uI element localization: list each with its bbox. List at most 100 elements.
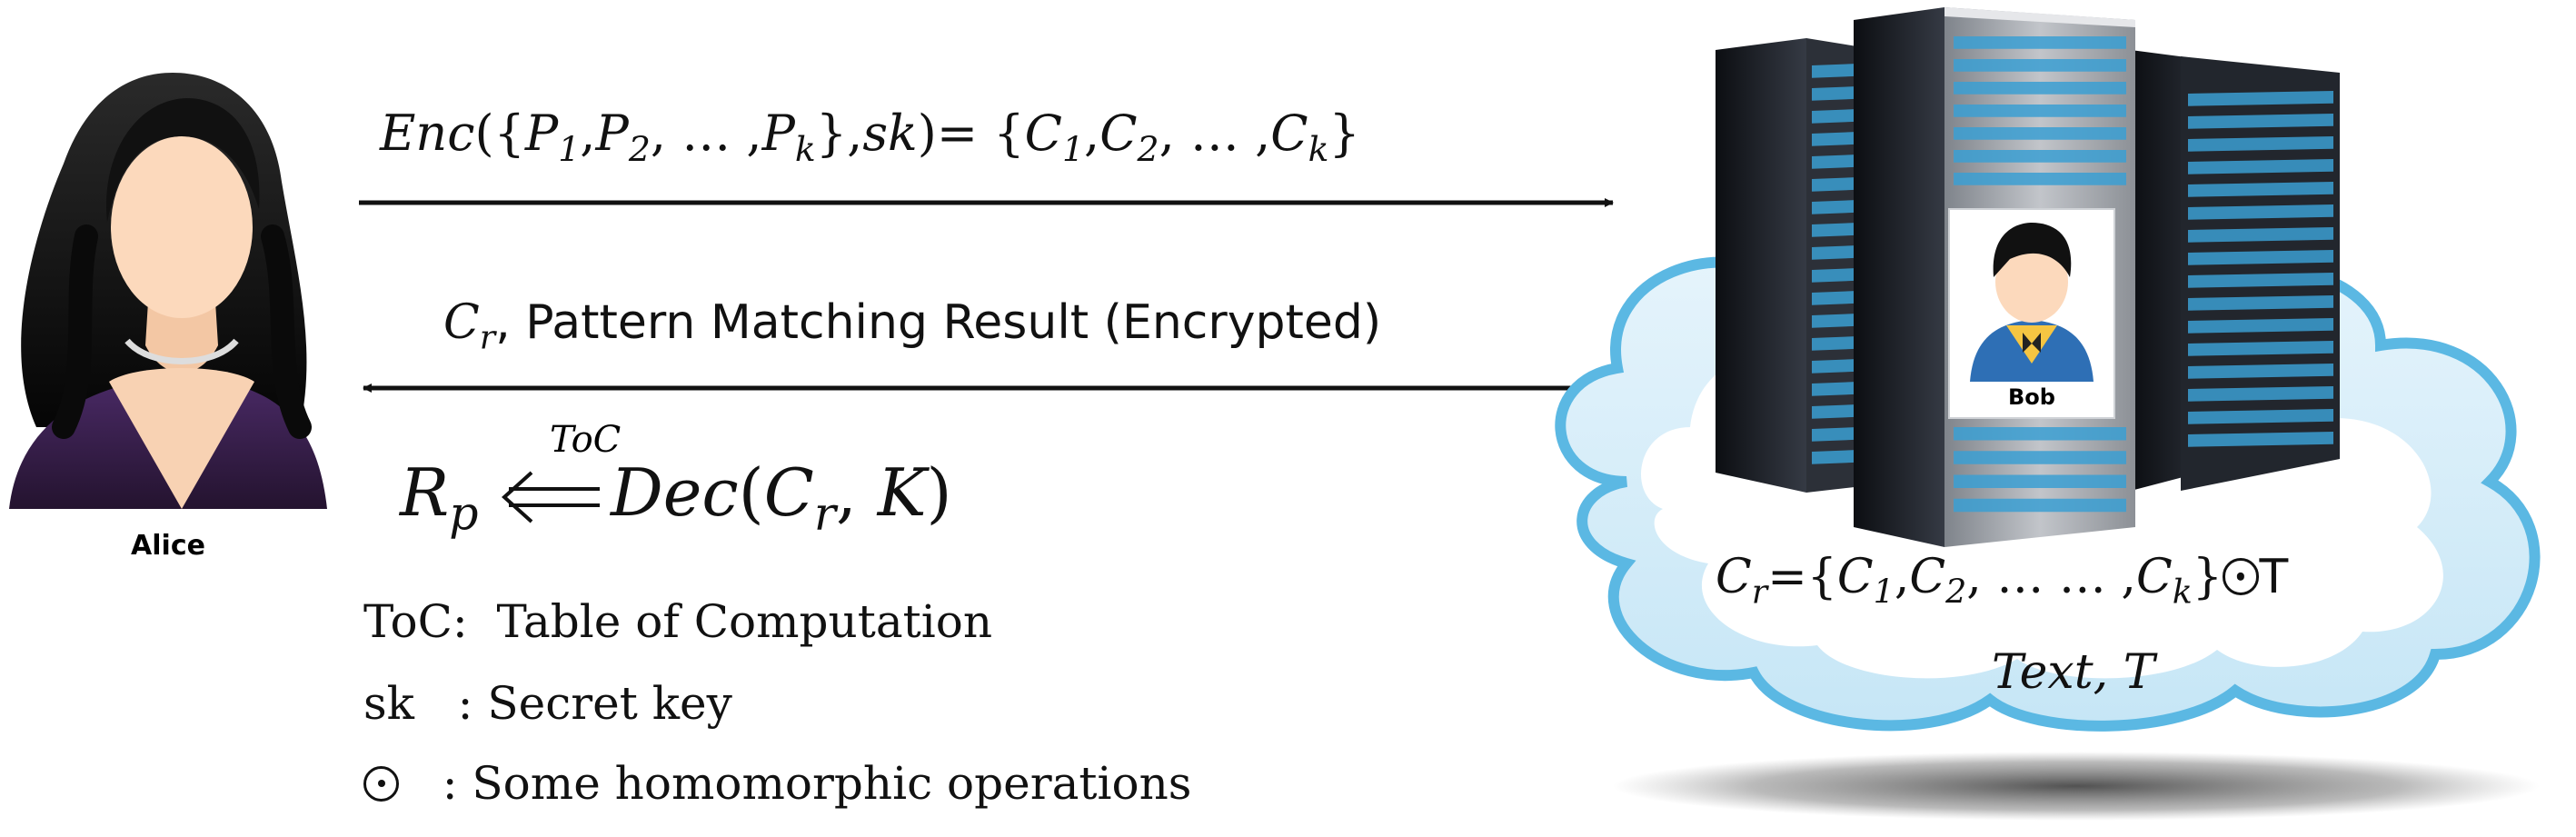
- srv-ck-sub: k: [2172, 572, 2193, 612]
- server-slot: [1812, 177, 1857, 192]
- server-slot: [1812, 109, 1857, 124]
- legend-row-toc: ToC: Table of Computation: [363, 595, 992, 648]
- bob-label: Bob: [2008, 384, 2055, 410]
- server-slot: [2188, 250, 2333, 265]
- server-slot: [2188, 432, 2333, 447]
- server-slot: [1812, 86, 1857, 101]
- result-message: Cr, Pattern Matching Result (Encrypted): [443, 295, 1382, 357]
- server-rack-left: [1716, 38, 1863, 493]
- enc-ellipsis-2: …: [1189, 105, 1239, 162]
- result-var: C: [443, 295, 480, 350]
- server-slot: [1812, 404, 1857, 419]
- server-slot: [1954, 474, 2126, 488]
- server-slot: [1954, 59, 2126, 72]
- server-slot: [2188, 136, 2333, 152]
- srv-c1-sub: 1: [1873, 572, 1895, 612]
- alice-avatar: [9, 73, 327, 509]
- server-slot: [1954, 427, 2126, 441]
- server-slot: [2188, 273, 2333, 288]
- server-slot: [1812, 291, 1857, 305]
- alice-label: Alice: [131, 530, 205, 562]
- server-slot: [2188, 295, 2333, 311]
- server-slot: [2188, 318, 2333, 334]
- server-slot: [2188, 364, 2333, 379]
- enc-p2-sub: 2: [628, 128, 651, 169]
- dec-lhs: R: [400, 454, 450, 531]
- dec-arg1-sub: r: [813, 486, 836, 541]
- server-slot: [1954, 127, 2126, 140]
- server-slot: [1812, 427, 1857, 442]
- enc-p1-sub: 1: [558, 128, 581, 169]
- enc-func: Enc: [380, 105, 475, 162]
- server-slot: [1954, 105, 2126, 117]
- server-slot: [2188, 386, 2333, 402]
- srv-lhs-sub: r: [1751, 572, 1768, 612]
- srv-c2-sub: 2: [1945, 572, 1967, 612]
- encrypt-message: Enc({P1,P2, … ,Pk},sk)= {C1,C2, … ,Ck}: [380, 105, 1360, 169]
- srv-lhs: C: [1716, 550, 1752, 604]
- server-slot: [1812, 223, 1857, 237]
- dec-arg2: K: [877, 454, 927, 531]
- server-rack-right: [2131, 50, 2340, 491]
- server-slot: [1954, 498, 2126, 513]
- server-slot: [1812, 359, 1857, 374]
- odot-operator-icon: [2222, 558, 2260, 595]
- server-slot: [1812, 245, 1857, 260]
- odot-icon: [363, 765, 399, 802]
- server-slot: [1954, 451, 2126, 464]
- dec-arg1: C: [763, 454, 814, 531]
- server-slot: [1812, 314, 1857, 328]
- dec-func: Dec: [611, 454, 739, 531]
- server-slot: [2188, 341, 2333, 356]
- legend-desc-toc: Table of Computation: [496, 595, 993, 648]
- enc-pk-sub: k: [794, 128, 816, 169]
- srv-op: T: [2259, 550, 2289, 604]
- server-slot: [1954, 82, 2126, 95]
- dec-lhs-sub: p: [449, 486, 479, 541]
- result-label: Pattern Matching Result (Encrypted): [525, 295, 1382, 350]
- server-slot: [2188, 91, 2333, 106]
- enc-p1: P: [524, 105, 559, 162]
- enc-key: sk: [862, 105, 918, 162]
- server-slot: [2188, 114, 2333, 129]
- server-slot: [2188, 182, 2333, 197]
- server-slot: [1812, 132, 1857, 146]
- server-slot: [2188, 204, 2333, 220]
- server-slot: [1812, 336, 1857, 351]
- decryption-lhs: Rp: [400, 454, 478, 540]
- enc-c2: C: [1099, 105, 1138, 162]
- bob-avatar: [1948, 208, 2115, 419]
- server-slot: [1954, 36, 2126, 49]
- enc-ck-sub: k: [1308, 128, 1329, 169]
- enc-c1-sub: 1: [1061, 128, 1085, 169]
- enc-ellipsis: …: [681, 105, 731, 162]
- server-slot: [1812, 64, 1857, 78]
- enc-ck: C: [1270, 105, 1308, 162]
- srv-c1: C: [1836, 550, 1874, 604]
- server-slot: [1812, 382, 1857, 396]
- srv-ellipsis: … …: [1996, 550, 2106, 604]
- legend-row-odot: : Some homomorphic operations: [363, 757, 1191, 810]
- server-slot: [1812, 450, 1857, 464]
- enc-p2: P: [595, 105, 629, 162]
- result-var-sub: r: [479, 317, 496, 357]
- server-slot: [1954, 150, 2126, 163]
- legend-desc-sk: : Secret key: [457, 677, 732, 730]
- server-slot: [1812, 268, 1857, 283]
- enc-pk: P: [761, 105, 795, 162]
- srv-ck: C: [2135, 550, 2173, 604]
- legend-term-toc: ToC:: [363, 595, 468, 648]
- legend-desc-odot: : Some homomorphic operations: [442, 757, 1192, 810]
- server-slot: [1954, 173, 2126, 185]
- server-slot: [2188, 227, 2333, 243]
- server-slot: [1812, 200, 1857, 214]
- decryption-rhs: Dec(Cr, K): [611, 454, 952, 541]
- enc-c2-sub: 2: [1137, 128, 1159, 169]
- server-text-label: Text, T: [1992, 645, 2155, 700]
- cloud-shadow: [1613, 752, 2540, 821]
- server-formula: Cr={C1,C2, … … ,Ck}T: [1716, 550, 2289, 612]
- server-slot: [2188, 409, 2333, 424]
- srv-c2: C: [1909, 550, 1946, 604]
- toc-double-arrow: [502, 471, 600, 523]
